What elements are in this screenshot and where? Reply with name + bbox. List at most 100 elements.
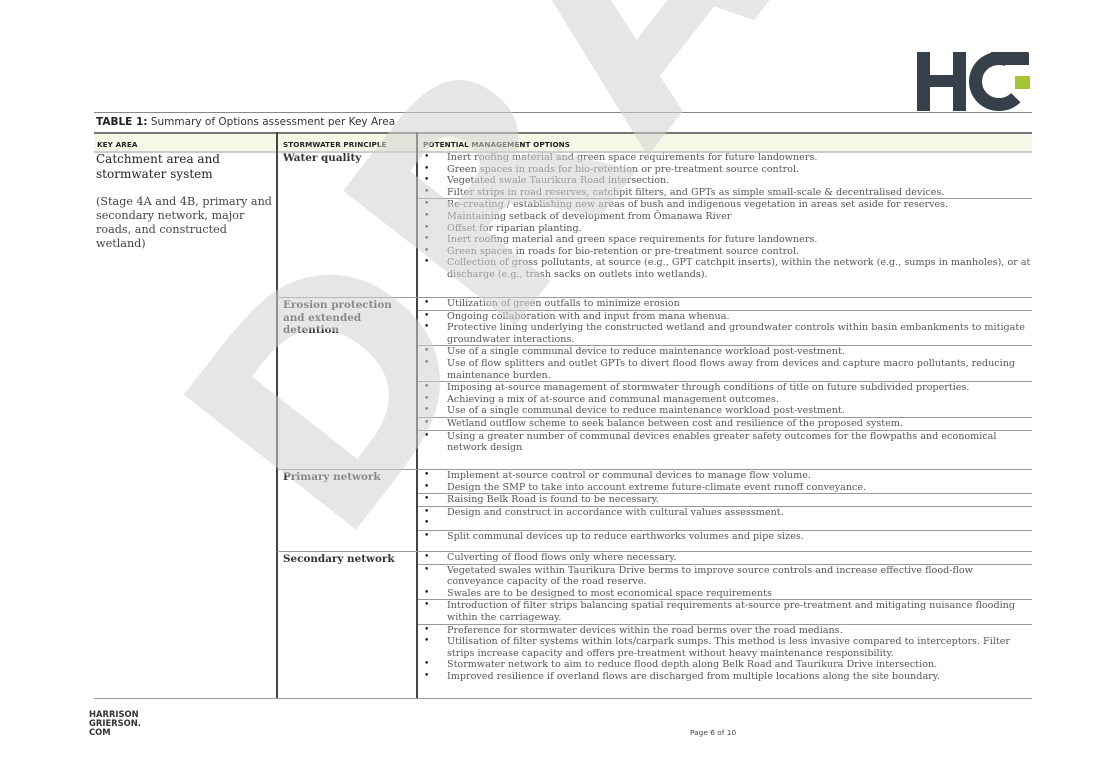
bullet-icon: • — [424, 175, 430, 186]
table-caption-text: Summary of Options assessment per Key Ar… — [147, 116, 396, 128]
bullet-icon: • — [424, 506, 430, 517]
option-item: • Utilisation of filter systems within lo… — [418, 636, 1032, 659]
option-group: •Raising Belk Road is found to be necess… — [418, 494, 1032, 507]
header-key-area: KEY AREA — [97, 140, 138, 149]
option-group: • Using a greater number of communal devi… — [418, 431, 1032, 454]
option-text: Design the SMP to take into account extr… — [447, 481, 867, 493]
table-header-row: KEY AREA STORMWATER PRINCIPLE POTENTIAL … — [94, 132, 1032, 153]
bullet-icon: • — [424, 199, 430, 210]
bullet-icon: • — [424, 152, 430, 162]
key-area-subtitle: (Stage 4A and 4B, primary and secondary … — [96, 195, 272, 250]
principle-primary-network: Primary network — [283, 471, 381, 483]
option-text: Ongoing collaboration with and input fro… — [447, 310, 730, 322]
header-management-options: POTENTIAL MANAGEMENT OPTIONS — [423, 140, 571, 149]
bullet-icon: • — [424, 322, 430, 333]
option-text: Improved resilience if overland flows ar… — [447, 670, 940, 682]
option-item: •Use of flow splitters and outlet GPTs t… — [418, 358, 1032, 381]
option-text: Collection of gross pollutants, at sourc… — [447, 257, 1031, 280]
bullet-icon: • — [424, 245, 430, 256]
option-item: • Implement at-source control or communal… — [418, 470, 1032, 482]
option-item: • Ongoing collaboration with and input fr… — [418, 311, 1032, 323]
option-item: •Use of a single communal device to redu… — [418, 405, 1032, 417]
option-item: •Use of a single communal device to redu… — [418, 346, 1032, 358]
option-text: Introduction of filter strips balancing … — [447, 600, 1015, 623]
table-bottom-rule — [94, 698, 1032, 699]
option-text: Green spaces in roads for bio-retention … — [447, 163, 800, 175]
option-item: •Introduction of filter strips balancing… — [418, 600, 1032, 623]
bullet-icon: • — [424, 470, 430, 480]
bullet-icon: • — [424, 530, 430, 541]
option-text: Split communal devices up to reduce eart… — [447, 530, 804, 542]
option-text: Culverting of flood flows only where nec… — [447, 552, 677, 563]
key-area-title: Catchment area and stormwater system — [96, 152, 220, 181]
option-text: Filter strips in road reserves, catchpit… — [447, 186, 945, 198]
option-group: •Introduction of filter strips balancing… — [418, 600, 1032, 625]
option-item: • Inert roofing material and green space … — [418, 152, 1032, 164]
bullet-icon: • — [424, 310, 430, 321]
bullet-icon: • — [424, 518, 430, 529]
option-text: Utilisation of filter systems within lot… — [447, 636, 1010, 659]
bullet-icon: • — [424, 298, 430, 308]
bullet-icon: • — [424, 430, 430, 441]
footer-brand-line: HARRISON — [89, 709, 139, 719]
option-text: Vegetated swales within Taurikura Drive … — [447, 564, 973, 588]
option-group: •Imposing at-source management of stormw… — [418, 382, 1032, 418]
option-item: • Inert roofing material and green space … — [418, 234, 1032, 246]
logo-h-crossbar — [917, 75, 966, 87]
bullet-icon: • — [424, 393, 430, 404]
bullet-icon: • — [424, 222, 430, 233]
options-water-quality: • Inert roofing material and green space … — [418, 152, 1032, 281]
option-text: Design and construct in accordance with … — [447, 506, 784, 518]
option-text: Offset for riparian planting. — [447, 222, 582, 234]
option-text: Stormwater network to aim to reduce floo… — [447, 659, 938, 671]
option-text: Re-creating / establishing new areas of … — [447, 199, 949, 211]
footer-brand-line: GRIERSON. — [89, 717, 141, 728]
option-group: • Inert roofing material and green space … — [418, 152, 1032, 200]
option-item: •Green spaces in roads for bio-retention… — [418, 164, 1032, 176]
table-caption: TABLE 1: Summary of Options assessment p… — [96, 116, 395, 128]
option-text: Using a greater number of communal devic… — [447, 430, 997, 454]
option-group: • Split communal devices up to reduce ear… — [418, 531, 1032, 543]
bullet-icon: • — [424, 670, 430, 681]
option-item: • Design and construct in accordance with… — [418, 507, 1032, 519]
bullet-icon: • — [424, 659, 430, 670]
bullet-icon: • — [424, 564, 430, 575]
option-item: •Wetland outflow scheme to seek balance … — [418, 418, 1032, 430]
option-item: •Achieving a mix of at-source and commun… — [418, 394, 1032, 406]
bullet-icon: • — [424, 405, 430, 416]
bullet-icon: • — [424, 587, 430, 598]
option-item: • Offset for riparian planting. — [418, 223, 1032, 235]
bullet-icon: • — [424, 357, 430, 368]
option-item: •Swales are to be designed to most econo… — [418, 588, 1032, 600]
option-item: • Split communal devices up to reduce ear… — [418, 531, 1032, 543]
bullet-icon: • — [424, 234, 430, 245]
option-item: • Improved resilience if overland flows a… — [418, 671, 1032, 683]
column-divider — [416, 132, 418, 699]
principle-water-quality: Water quality — [283, 152, 362, 164]
bullet-icon: • — [424, 257, 430, 268]
option-group: • Re-creating / establishing new areas of… — [418, 199, 1032, 280]
hg-logo — [917, 52, 1033, 114]
option-item: •Green spaces in roads for bio-retention… — [418, 246, 1032, 258]
option-group: • Implement at-source control or communal… — [418, 470, 1032, 495]
bullet-icon: • — [424, 636, 430, 647]
principle-divider — [277, 551, 1032, 552]
footer-brand: HARRISON GRIERSON. COM — [89, 710, 141, 736]
option-text: Vegetated swale Taurikura Road intersect… — [447, 175, 670, 187]
option-item: • Re-creating / establishing new areas of… — [418, 199, 1032, 211]
option-text: Inert roofing material and green space r… — [447, 234, 818, 246]
option-group: •Culverting of flood flows only where ne… — [418, 552, 1032, 565]
option-text: Implement at-source control or communal … — [447, 470, 811, 481]
option-item: •Preference for stormwater devices withi… — [418, 625, 1032, 637]
option-item: •Raising Belk Road is found to be necess… — [418, 494, 1032, 506]
option-item: •Protective lining underlying the constr… — [418, 322, 1032, 345]
option-group: •Utilization of green outfalls to minimi… — [418, 298, 1032, 311]
option-text: Inert roofing material and green space r… — [447, 152, 818, 163]
options-primary-network: • Implement at-source control or communal… — [418, 470, 1032, 543]
principle-divider — [277, 297, 1032, 298]
option-item: • — [418, 518, 1032, 530]
option-item: •Imposing at-source management of stormw… — [418, 382, 1032, 394]
header-rule — [94, 112, 1032, 113]
bullet-icon: • — [424, 417, 430, 428]
principle-erosion-protection: Erosion protection and extended detentio… — [283, 299, 392, 336]
